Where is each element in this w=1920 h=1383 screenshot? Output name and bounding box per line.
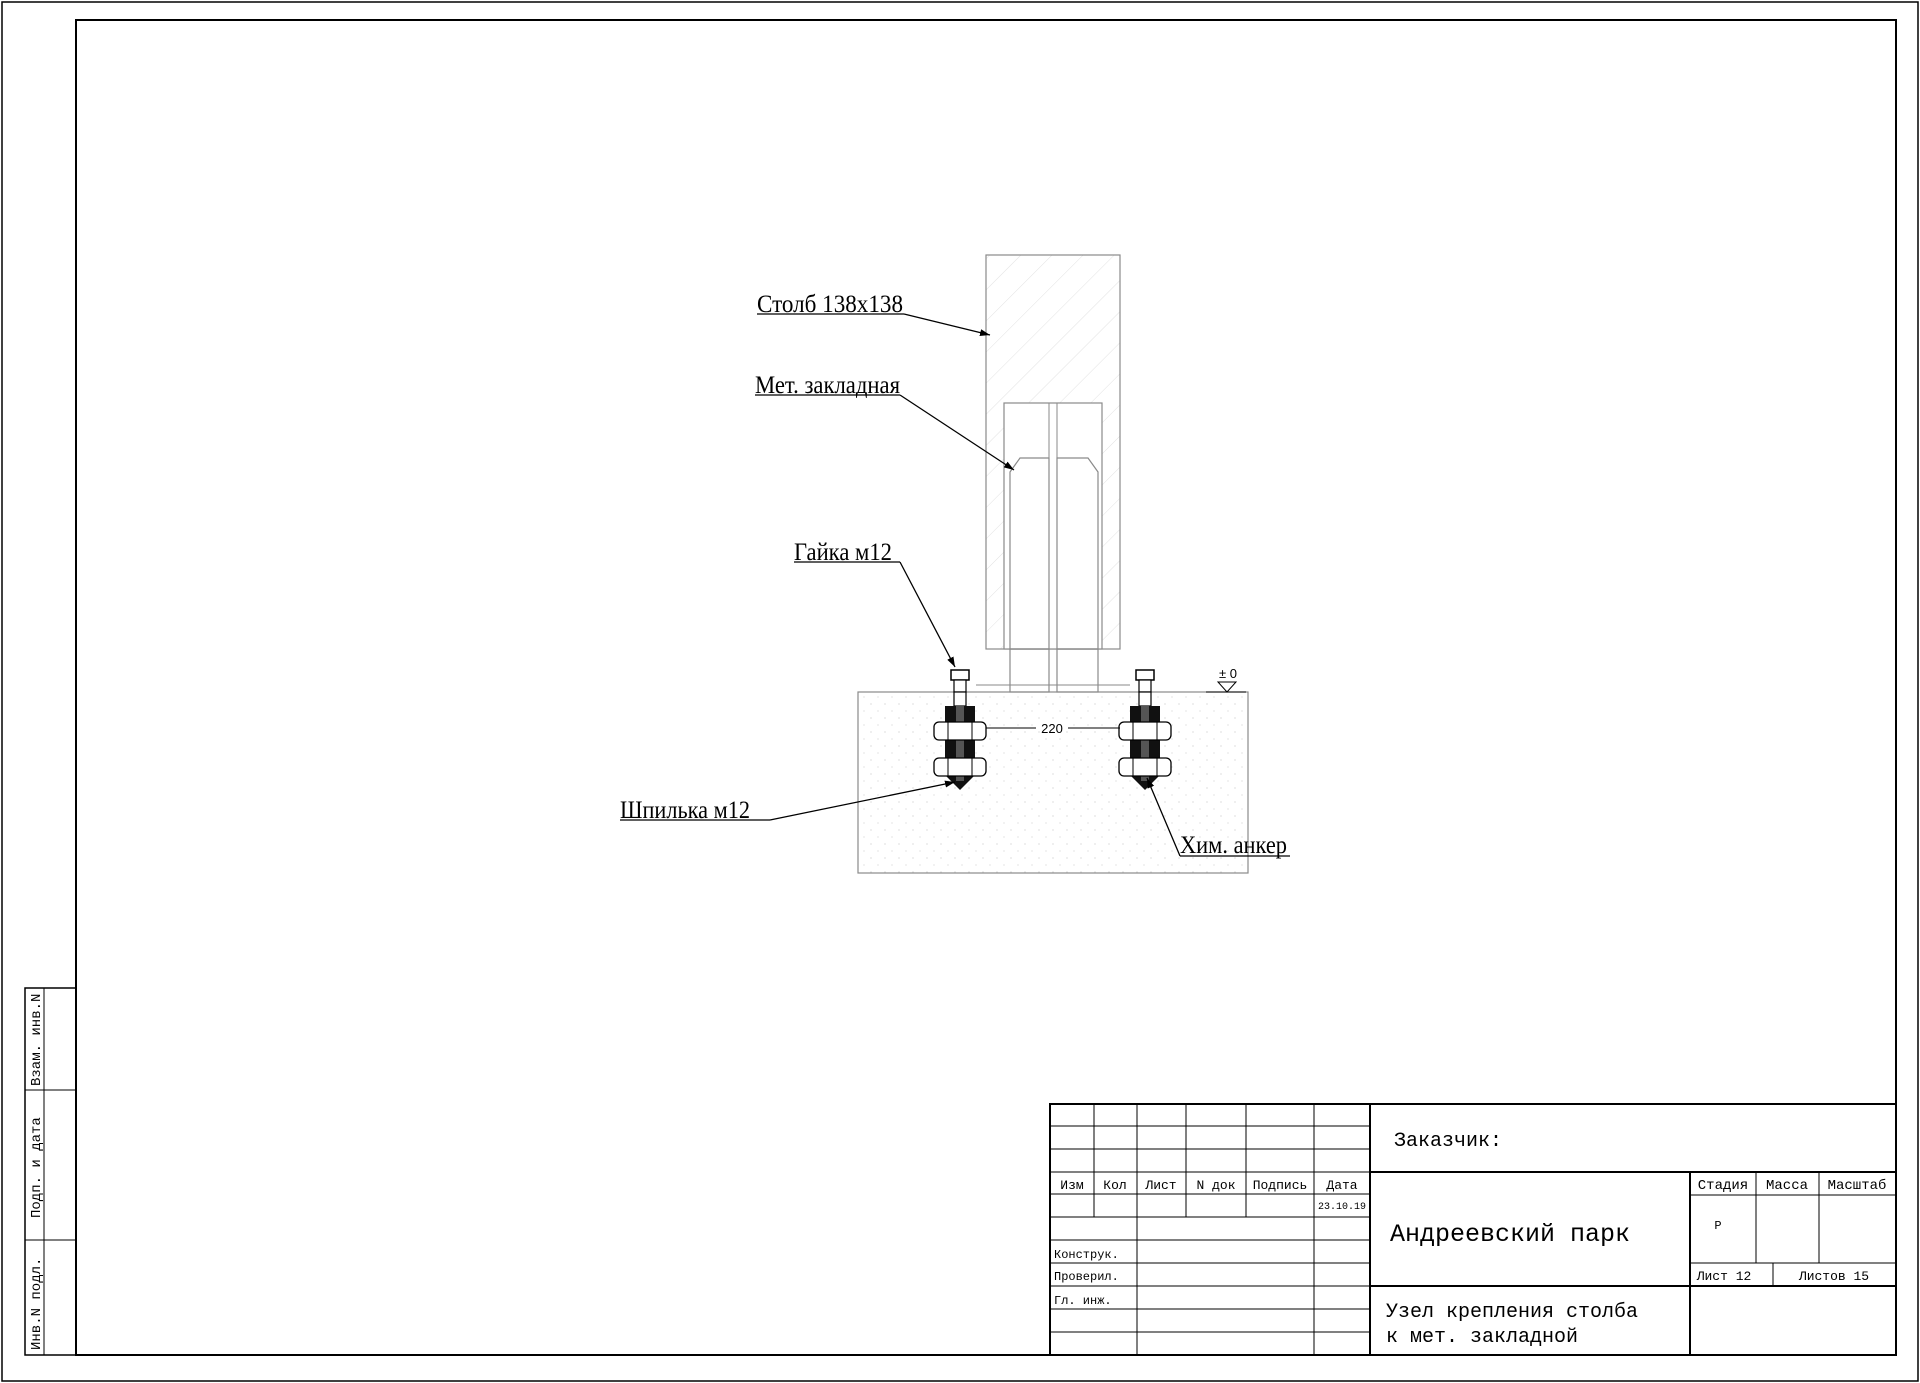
tb-date-value: 23.10.19 [1318,1202,1366,1213]
dimension-label: 220 [1041,721,1063,736]
tb-customer-label: Заказчик: [1394,1130,1502,1153]
side-strip: Инв.N подл. Подп. и дата Взам. инв.N [24,987,77,1356]
tb-header-ndok: N док [1196,1178,1235,1193]
tb-project-name: Андреевский парк [1390,1220,1630,1249]
tb-header-list: Лист [1144,1178,1176,1193]
tb-role-design: Конструк. [1054,1248,1119,1262]
tb-header-izm: Изм [1060,1178,1084,1193]
metal-embed [976,457,1130,693]
concrete-foundation [857,691,1249,874]
dimension-220: 220 [986,721,1120,736]
side-inv-orig: Инв.N подл. [29,1258,45,1350]
tb-stage-value: Р [1714,1219,1721,1233]
wood-post [985,254,1121,650]
tb-sheets-label: Листов 15 [1798,1269,1869,1284]
tb-sheet-label: Лист 12 [1696,1269,1752,1284]
tb-stage-label: Стадия [1698,1178,1748,1194]
callout-anchor: Хим. анкер [1146,777,1290,859]
tb-drawing-title-line2: к мет. закладной [1386,1326,1578,1349]
drawing-frame [75,19,1897,1356]
tb-scale-label: Масштаб [1828,1177,1887,1194]
level-mark: ± 0 [1206,666,1246,693]
callout-embed: Мет. закладная [755,372,1015,471]
callout-nut: Гайка м12 [794,539,956,668]
title-block [1049,1103,1897,1356]
tb-role-chief: Гл. инж. [1054,1294,1112,1308]
side-replaced-inv: Взам. инв.N [29,994,45,1086]
tb-role-check: Проверил. [1054,1270,1119,1284]
level-label: ± 0 [1219,666,1237,681]
callout-anchor-label: Хим. анкер [1180,832,1287,859]
tb-drawing-title-line1: Узел крепления столба [1386,1301,1638,1324]
tb-header-data: Дата [1326,1178,1357,1193]
tb-header-podpis: Подпись [1253,1178,1308,1193]
anchor-left [933,669,987,790]
callout-stud: Шпилька м12 [620,780,956,824]
tb-mass-label: Масса [1766,1178,1808,1194]
callout-post: Столб 138х138 [757,291,991,337]
tb-header-kol: Кол [1103,1178,1126,1193]
anchor-right [1118,669,1172,790]
side-sign-date: Подп. и дата [29,1117,45,1218]
